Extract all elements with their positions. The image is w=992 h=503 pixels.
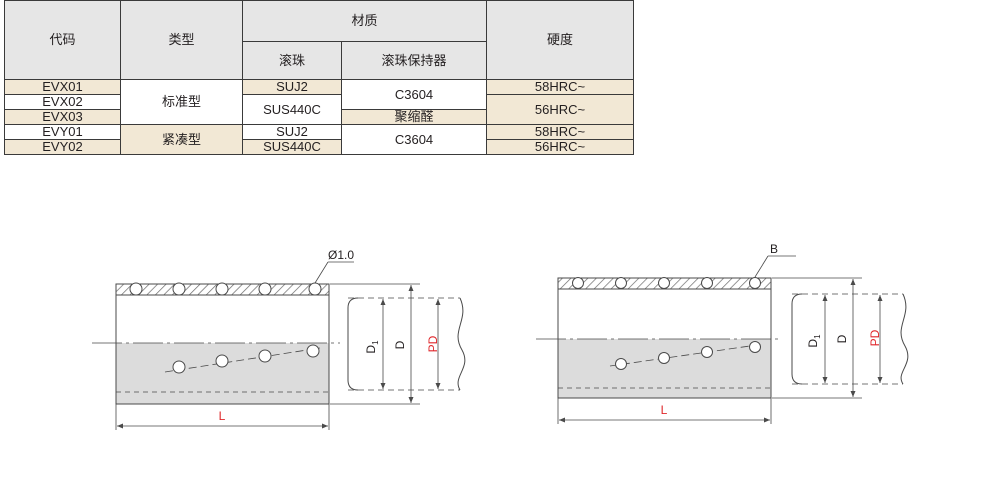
length-label: L [661,403,668,417]
cutaway-section [116,343,329,404]
diagonal-balls [615,341,761,370]
header-code: 代码 [4,0,121,80]
pd-label: PD [868,329,882,346]
callout-b-label: B [770,242,778,256]
code-cell: EVX01 [4,79,121,95]
ball-cell: SUJ2 [242,79,342,95]
cutaway-section [558,339,771,398]
ball-cell: SUS440C [242,94,342,125]
diagonal-balls [172,344,320,374]
code-cell: EVX03 [4,109,121,125]
length-label: L [219,409,226,423]
retainer-cell: C3604 [340,124,488,155]
pd-label: PD [426,335,440,352]
d1-label: D1 [364,340,380,354]
code-cell: EVY02 [4,139,121,155]
hardness-cell: 56HRC~ [486,94,635,125]
compact-type-drawing: B L D1 D PD [536,242,909,424]
standard-type-drawing: Ø1.0 L D1 D PD [92,248,466,430]
retainer-cell: C3604 [340,79,488,110]
top-balls [129,282,322,296]
d-label: D [393,340,407,349]
ball-diameter-label: Ø1.0 [328,248,354,262]
hardness-cell: 58HRC~ [486,124,635,140]
retainer-cell: 聚缩醛 [340,109,488,125]
d1-label: D1 [806,334,822,348]
top-balls [572,277,761,289]
ball-cell: SUS440C [242,139,342,155]
header-retainer: 滚珠保持器 [340,41,488,80]
header-hardness: 硬度 [486,0,635,80]
hardness-cell: 56HRC~ [486,139,635,155]
spec-table: 代码 类型 材质 硬度 滚珠 滚珠保持器 EVX01 标准型 SUJ2 C360… [4,0,635,155]
code-cell: EVY01 [4,124,121,140]
header-ball: 滚珠 [242,41,342,80]
hardness-cell: 58HRC~ [486,79,635,95]
type-cell: 标准型 [120,79,243,125]
d-label: D [835,334,849,343]
